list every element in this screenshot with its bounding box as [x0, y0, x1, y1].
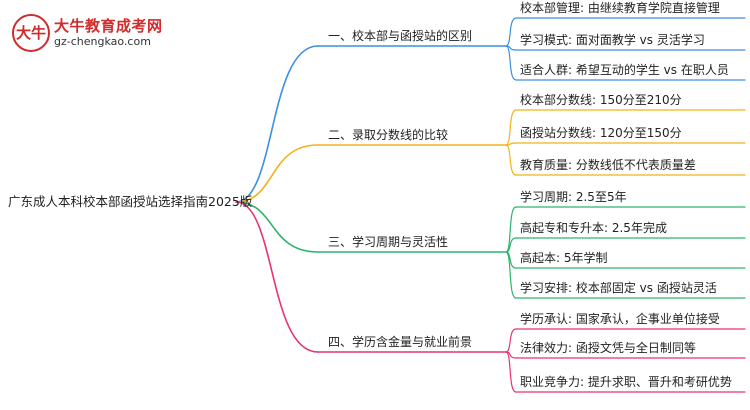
leaf-connector — [505, 351, 517, 393]
branch-label: 一、校本部与函授站的区别 — [328, 29, 473, 43]
branch-connector — [235, 45, 319, 203]
leaf-connector — [505, 328, 517, 353]
leaf-label: 教育质量: 分数线低不代表质量差 — [520, 158, 696, 172]
leaf-connector — [505, 109, 517, 146]
leaf-label: 高起专和专升本: 2.5年完成 — [520, 221, 667, 235]
leaf-connector — [505, 237, 517, 253]
leaf-label: 学习模式: 面对面教学 vs 灵活学习 — [520, 33, 705, 47]
leaf-label: 适合人群: 希望互动的学生 vs 在职人员 — [520, 63, 729, 77]
leaf-label: 职业竞争力: 提升求职、晋升和考研优势 — [520, 375, 732, 389]
leaf-label: 校本部管理: 由继续教育学院直接管理 — [520, 1, 720, 15]
leaf-label: 函授站分数线: 120分至150分 — [520, 126, 682, 140]
leaf-label: 学习周期: 2.5至5年 — [520, 190, 627, 204]
root-topic: 广东成人本科校本部函授站选择指南2025版 — [8, 194, 253, 209]
logo-url: gz-chengkao.com — [54, 35, 151, 48]
leaf-label: 校本部分数线: 150分至210分 — [520, 93, 682, 107]
leaf-connector — [505, 45, 517, 81]
branch-label: 四、学历含金量与就业前景 — [328, 335, 473, 349]
branch-connector — [235, 201, 319, 253]
leaf-connector — [505, 251, 517, 299]
branch-label: 三、学习周期与灵活性 — [328, 235, 449, 249]
leaf-label: 学习安排: 校本部固定 vs 函授站灵活 — [520, 281, 717, 295]
logo-title: 大牛教育成考网 — [54, 17, 163, 35]
leaf-connector — [505, 17, 517, 47]
branch-connector — [235, 144, 319, 203]
leaf-label: 高起本: 5年学制 — [520, 251, 608, 265]
leaf-label: 学历承认: 国家承认，企事业单位接受 — [520, 312, 720, 326]
leaf-connector — [505, 206, 517, 253]
branch-connector — [235, 201, 319, 353]
site-logo[interactable]: 大牛 大牛教育成考网 gz-chengkao.com — [8, 8, 168, 52]
logo-badge-icon: 大牛 — [12, 14, 50, 52]
leaf-connector — [505, 144, 517, 176]
leaf-label: 法律效力: 函授文凭与全日制同等 — [520, 341, 696, 355]
branch-label: 二、录取分数线的比较 — [328, 128, 449, 142]
